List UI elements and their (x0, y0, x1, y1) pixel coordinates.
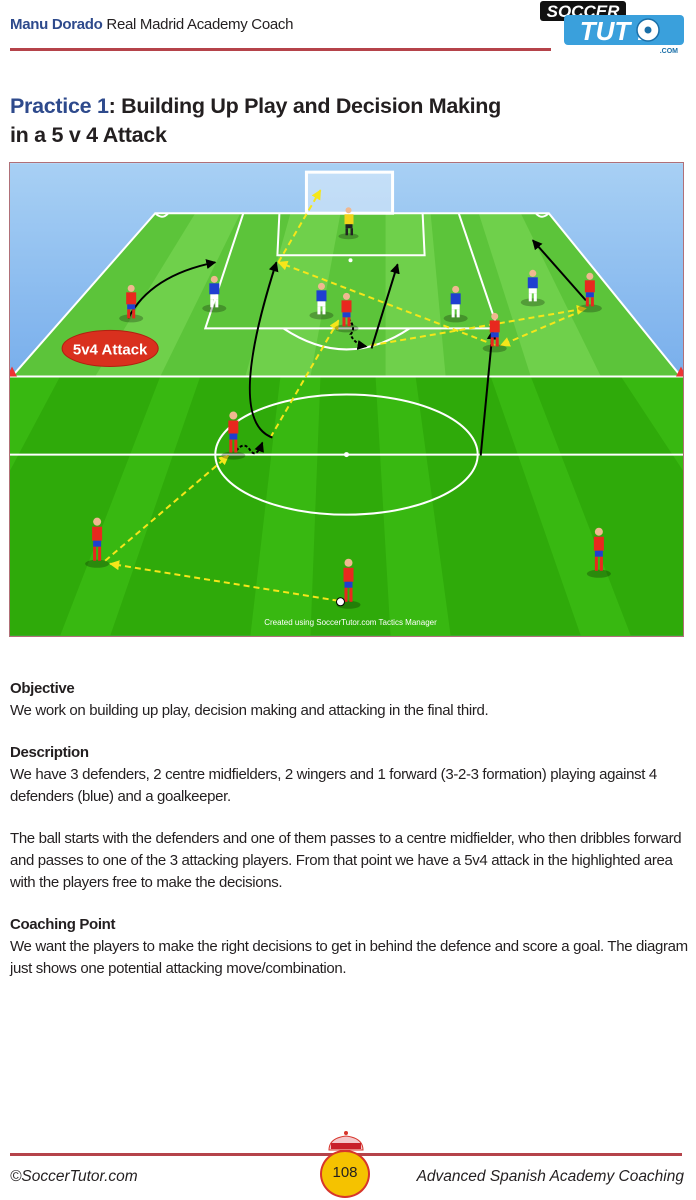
title-line2: in a 5 v 4 Attack (10, 123, 167, 147)
coaching-point-text: We want the players to make the right de… (10, 938, 688, 977)
cone (675, 366, 683, 377)
crown-icon (328, 1131, 364, 1151)
footer-copyright: ©SoccerTutor.com (10, 1168, 138, 1185)
players (85, 207, 611, 609)
defender-player (520, 269, 545, 307)
defender-player (309, 282, 334, 320)
attacker-player (85, 517, 110, 568)
tactics-diagram: 5v4 Attack Created using SoccerTutor.com… (9, 162, 684, 637)
svg-text:.COM: .COM (660, 48, 678, 54)
author-name: Manu Dorado (10, 16, 103, 33)
running-header: Manu Dorado Real Madrid Academy Coach (10, 16, 293, 33)
attacker-player (221, 411, 246, 460)
title-line1: : Building Up Play and Decision Making (108, 94, 502, 118)
description-text-2: The ball starts with the defenders and o… (10, 830, 682, 891)
attacker-player (482, 312, 507, 353)
page-number-badge: 108 (320, 1150, 370, 1198)
body-text: Objective We work on building up play, d… (10, 678, 690, 1000)
attacker-player (334, 292, 359, 333)
description-heading: Description (10, 744, 89, 761)
attacker-player (119, 284, 144, 323)
practice-number: Practice 1 (10, 94, 109, 118)
description-text-1: We have 3 defenders, 2 centre midfielder… (10, 766, 657, 805)
author-role: Real Madrid Academy Coach (106, 16, 294, 33)
attacker-player (577, 272, 602, 313)
page-title: Practice 1: Building Up Play and Decisio… (10, 92, 501, 150)
objective-heading: Objective (10, 680, 75, 697)
footer-book-title: Advanced Spanish Academy Coaching (416, 1168, 684, 1185)
cone (10, 366, 18, 377)
defender-player (443, 285, 468, 323)
defender-player (202, 275, 227, 313)
ball (335, 597, 345, 607)
goalkeeper-player (338, 207, 359, 240)
objective-text: We work on building up play, decision ma… (10, 702, 489, 719)
coaching-point-heading: Coaching Point (10, 916, 116, 933)
header-divider (10, 48, 551, 51)
attacker-player (586, 527, 611, 578)
zone-label-text: 5v4 Attack (73, 341, 148, 358)
diagram-credit: Created using SoccerTutor.com Tactics Ma… (264, 618, 437, 627)
soccertutor-logo: SOCCER TUT R .COM (540, 1, 684, 54)
zone-label-5v4: 5v4 Attack (61, 329, 159, 367)
pass-arrows (104, 189, 587, 602)
page-number: 108 (332, 1164, 358, 1181)
